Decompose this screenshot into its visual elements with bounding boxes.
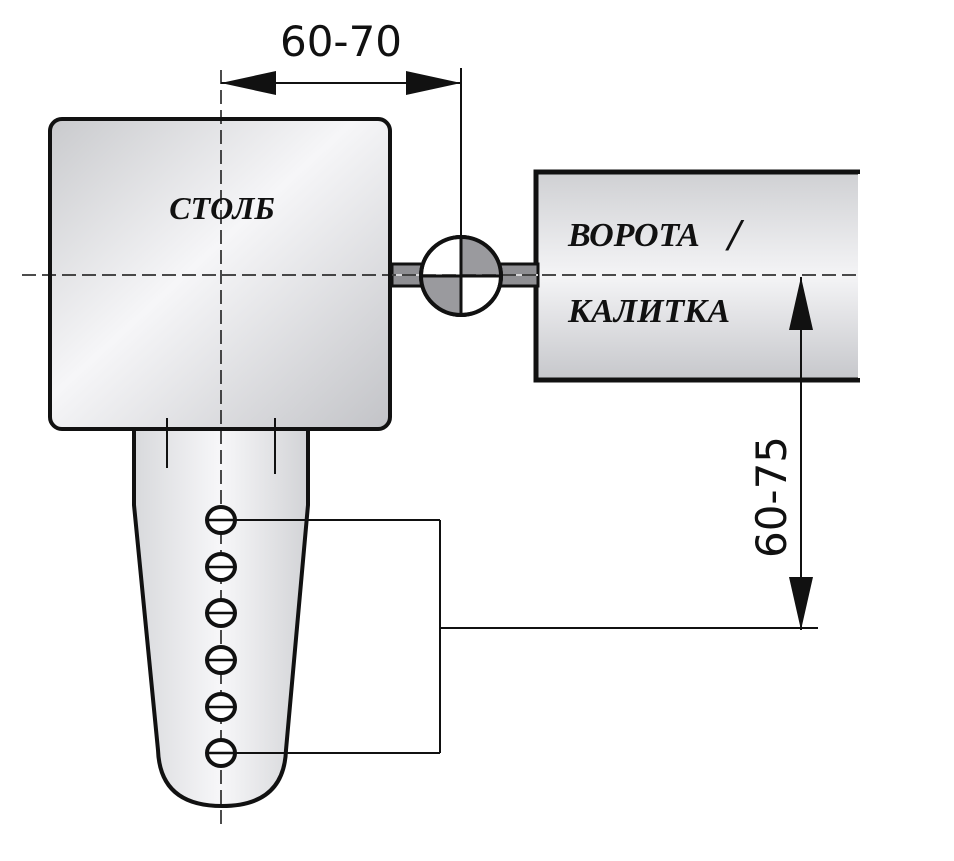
hole-leader-lines [221, 519, 818, 754]
post-block [48, 117, 392, 431]
gate-label-line2: КАЛИТКА [567, 293, 730, 330]
horizontal-dimension [221, 71, 461, 95]
gate-cut-edge [858, 174, 864, 378]
horizontal-dimension-label: 60-70 [280, 17, 402, 66]
gate-block [533, 169, 860, 383]
post-label: СТОЛБ [169, 190, 274, 226]
vertical-dimension-label: 60-75 [747, 436, 796, 558]
gate-label-slash: / [725, 209, 745, 260]
gate-label-line1: ВОРОТА [567, 217, 700, 254]
vertical-dimension [789, 277, 813, 630]
hinge-knuckle [419, 235, 503, 317]
